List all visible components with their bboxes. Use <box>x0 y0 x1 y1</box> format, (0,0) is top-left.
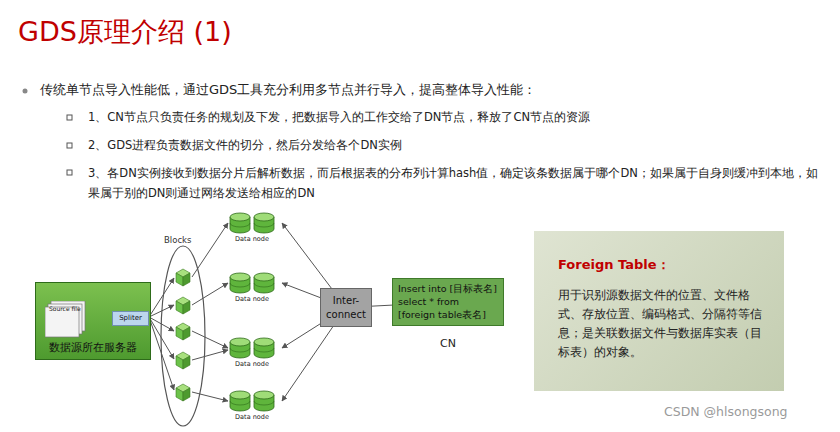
bullet-text: 传统单节点导入性能低，通过GDS工具充分利用多节点并行导入，提高整体导入性能： <box>40 81 830 100</box>
group-label: Blocks <box>164 234 214 246</box>
blocks-ellipse <box>161 246 205 426</box>
node-text: Data node <box>224 360 280 368</box>
sub-bullet-text: 2、GDS进程负责数据文件的切分，然后分发给各个DN实例 <box>88 137 828 154</box>
node-text: Foreign Table： <box>534 231 784 280</box>
block-cubes <box>176 269 190 401</box>
foreign-table-panel: Foreign Table：用于识别源数据文件的位置、文件格式、存放位置、编码格… <box>534 231 784 391</box>
sub-bullet <box>67 170 72 175</box>
node-text: Source file <box>45 301 87 312</box>
data-node: Data node <box>224 271 280 303</box>
database-cylinders <box>224 211 280 235</box>
database-cylinders <box>224 336 280 360</box>
bullet-dot <box>23 89 28 94</box>
spliter-box: Spliter <box>112 311 149 326</box>
sub-bullet-text: 3、各DN实例接收到数据分片后解析数据，而后根据表的分布列计算hash值，确定该… <box>88 164 818 203</box>
database-cylinders <box>224 389 280 413</box>
connector <box>282 324 320 348</box>
sub-bullet-text: 1、CN节点只负责任务的规划及下发，把数据导入的工作交给了DN节点，释放了CN节… <box>88 109 828 126</box>
node-text: 数据源所在服务器 <box>36 341 150 355</box>
watermark: CSDN @hlsongsong <box>664 403 834 421</box>
node-subtext: CN <box>393 337 503 351</box>
connector <box>372 305 392 306</box>
data-node: Data node <box>224 211 280 243</box>
node-text: Spliter <box>113 312 148 325</box>
sub-bullet <box>67 143 72 148</box>
data-node: Data node <box>224 336 280 368</box>
node-text: Data node <box>224 295 280 303</box>
cn-sql-box: Insert into [目标表名] select * from [foreig… <box>392 278 504 326</box>
slide-title: GDS原理介绍 (1) <box>18 16 232 48</box>
node-subtext: 用于识别源数据文件的位置、文件格式、存放位置、编码格式、分隔符等信息；是关联数据… <box>534 280 784 363</box>
sub-bullet <box>67 115 72 120</box>
database-cylinders <box>224 271 280 295</box>
interconnect-box: Inter-connect <box>320 288 372 327</box>
data-node: Data node <box>224 389 280 421</box>
connector <box>282 283 320 298</box>
node-text: Data node <box>224 413 280 421</box>
node-text: Data node <box>224 235 280 243</box>
split-arrows <box>149 223 228 401</box>
node-text: Insert into [目标表名] select * from [foreig… <box>393 279 503 325</box>
node-text: Inter-connect <box>321 289 371 326</box>
connector <box>282 327 333 401</box>
connector <box>282 223 331 288</box>
server-box: 数据源所在服务器 Source fileSpliter <box>35 282 151 360</box>
source-file: Source file <box>45 301 87 339</box>
